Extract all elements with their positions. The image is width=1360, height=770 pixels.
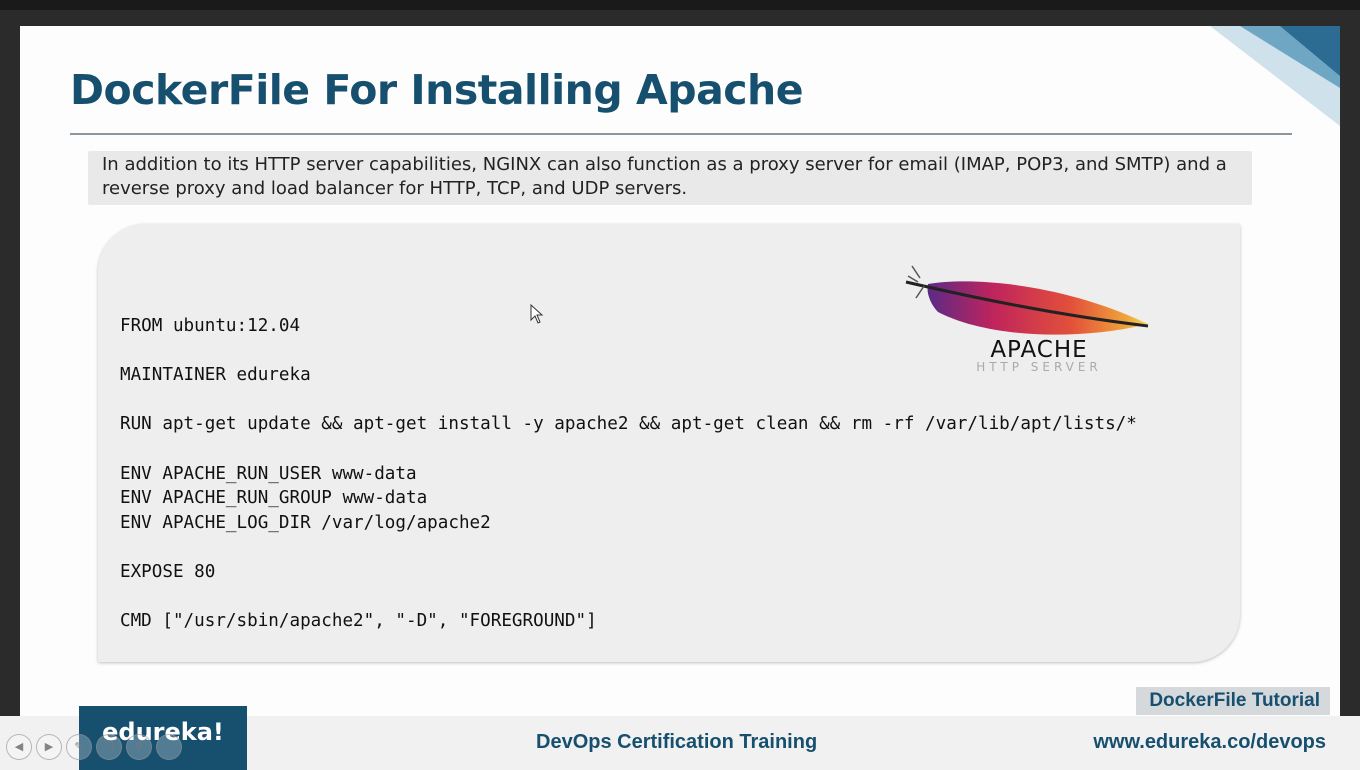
play-icon[interactable]: ▶: [36, 734, 62, 760]
code-line: ENV APACHE_RUN_GROUP www-data: [120, 488, 428, 509]
corner-decoration: [1210, 26, 1340, 126]
apache-logo-subtitle: HTTP SERVER: [976, 360, 1102, 374]
zoom-icon[interactable]: ⚲: [126, 734, 152, 760]
copy-icon[interactable]: ❐: [96, 734, 122, 760]
mouse-cursor-icon: [530, 304, 544, 324]
code-line: EXPOSE 80: [120, 561, 216, 582]
apache-logo-text: APACHE: [990, 337, 1088, 363]
code-line: FROM ubuntu:12.04: [120, 316, 301, 336]
code-line: ENV APACHE_LOG_DIR /var/log/apache2: [120, 512, 491, 533]
window-top-bar: [0, 0, 1360, 10]
code-line: [120, 535, 1137, 560]
player-controls: ◀ ▶ ✎ ❐ ⚲ ⋯: [6, 734, 182, 760]
apache-feather-icon: [905, 265, 1149, 335]
code-line: [120, 437, 1137, 462]
intro-text: In addition to its HTTP server capabilit…: [88, 151, 1252, 205]
code-line: CMD ["/usr/sbin/apache2", "-D", "FOREGRO…: [120, 611, 597, 632]
code-line: RUN apt-get update && apt-get install -y…: [120, 414, 1137, 435]
slide: DockerFile For Installing Apache In addi…: [20, 26, 1340, 716]
pen-icon[interactable]: ✎: [66, 734, 92, 760]
code-line: [120, 585, 1137, 610]
title-divider: [70, 133, 1292, 135]
section-label: DockerFile Tutorial: [1136, 687, 1330, 715]
course-url[interactable]: www.edureka.co/devops: [1093, 731, 1326, 753]
more-icon[interactable]: ⋯: [156, 734, 182, 760]
code-line: ENV APACHE_RUN_USER www-data: [120, 463, 417, 484]
prev-icon[interactable]: ◀: [6, 734, 32, 760]
code-line: MAINTAINER edureka: [120, 365, 311, 386]
page-title: DockerFile For Installing Apache: [70, 66, 804, 114]
course-title: DevOps Certification Training: [536, 731, 818, 753]
